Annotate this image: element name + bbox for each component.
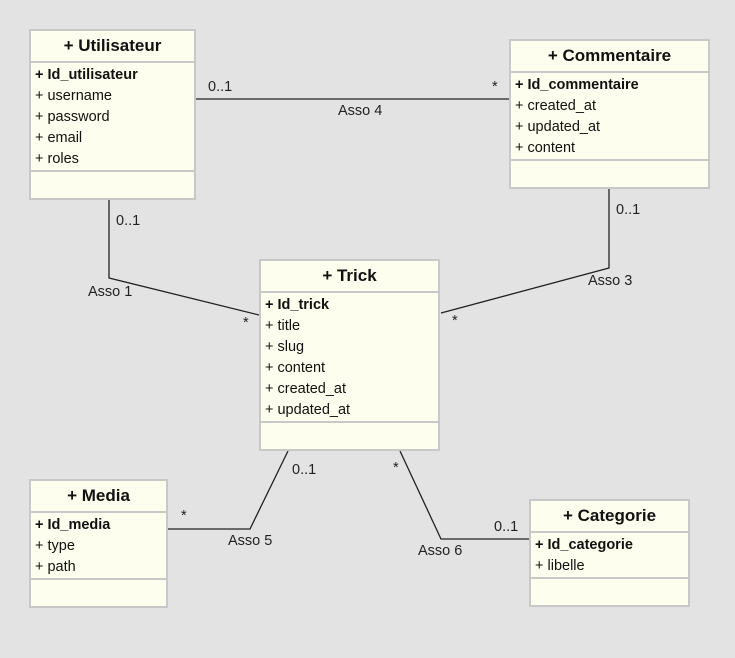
attribute: + created_at <box>265 381 347 397</box>
class-utilisateur[interactable]: + Utilisateur + Id_utilisateur + usernam… <box>29 29 196 200</box>
class-categorie-title: + Categorie <box>531 501 688 533</box>
attribute: + Id_trick <box>265 297 330 313</box>
attribute: + created_at <box>515 98 597 114</box>
class-categorie-attributes: + Id_categorie + libelle <box>531 533 688 579</box>
class-categorie[interactable]: + Categorie + Id_categorie + libelle <box>529 499 690 607</box>
asso3-mult-commentaire: 0..1 <box>616 202 641 218</box>
class-commentaire-attributes: + Id_commentaire + created_at + updated_… <box>511 73 708 161</box>
attribute: + libelle <box>535 558 585 574</box>
class-commentaire[interactable]: + Commentaire + Id_commentaire + created… <box>509 39 710 189</box>
asso1-mult-utilisateur: 0..1 <box>116 213 141 229</box>
attribute: + title <box>265 318 301 334</box>
asso6-line <box>399 450 529 540</box>
attribute: + Id_media <box>35 517 111 533</box>
class-trick-attributes: + Id_trick + title + slug + content + cr… <box>261 293 438 423</box>
asso1-name: Asso 1 <box>88 284 133 300</box>
class-trick-title: + Trick <box>261 261 438 293</box>
asso6-mult-trick: * <box>393 460 399 476</box>
attribute: + password <box>35 109 110 125</box>
attribute: + roles <box>35 151 79 167</box>
asso5-mult-trick: 0..1 <box>292 462 317 478</box>
class-utilisateur-title: + Utilisateur <box>31 31 194 63</box>
class-trick[interactable]: + Trick + Id_trick + title + slug + cont… <box>259 259 440 451</box>
attribute: + email <box>35 130 83 146</box>
class-commentaire-title: + Commentaire <box>511 41 708 73</box>
class-utilisateur-attributes: + Id_utilisateur + username + password +… <box>31 63 194 172</box>
class-media-title: + Media <box>31 481 166 513</box>
attribute: + updated_at <box>515 119 601 135</box>
asso5-line <box>168 450 289 530</box>
attribute: + Id_utilisateur <box>35 67 138 83</box>
attribute: + updated_at <box>265 402 351 418</box>
attribute: + content <box>515 140 576 156</box>
asso3-line <box>440 188 610 314</box>
attribute: + type <box>35 538 75 554</box>
asso1-mult-trick: * <box>243 315 249 331</box>
class-media-attributes: + Id_media + type + path <box>31 513 166 580</box>
attribute: + username <box>35 88 112 104</box>
asso6-mult-categorie: 0..1 <box>494 519 519 535</box>
class-media[interactable]: + Media + Id_media + type + path <box>29 479 168 608</box>
attribute: + slug <box>265 339 305 355</box>
attribute: + Id_categorie <box>535 537 633 553</box>
attribute: + content <box>265 360 326 376</box>
asso5-name: Asso 5 <box>228 533 273 549</box>
attribute: + Id_commentaire <box>515 77 639 93</box>
asso4-mult-utilisateur: 0..1 <box>208 79 233 95</box>
asso3-name: Asso 3 <box>588 273 633 289</box>
asso4-name: Asso 4 <box>338 103 383 119</box>
attribute: + path <box>35 559 76 575</box>
asso6-name: Asso 6 <box>418 543 463 559</box>
asso1-line <box>108 200 260 316</box>
asso3-mult-trick: * <box>452 313 458 329</box>
asso5-mult-media: * <box>181 508 187 524</box>
asso4-mult-commentaire: * <box>492 79 498 95</box>
